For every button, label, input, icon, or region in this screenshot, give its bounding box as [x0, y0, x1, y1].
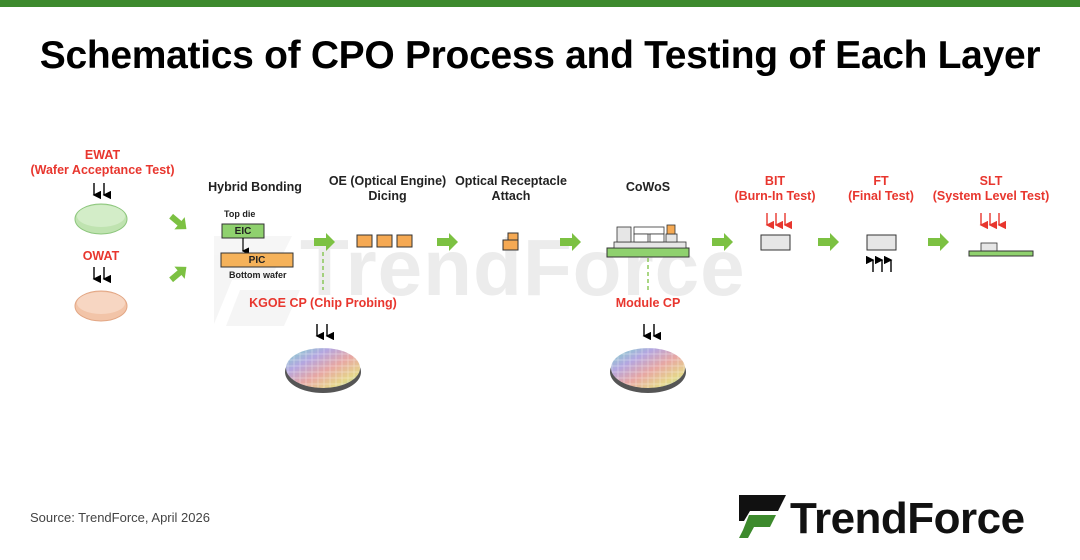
bit-device-block — [760, 234, 791, 251]
slt-board — [968, 242, 1034, 257]
kgoe-cp-label: KGOE CP (Chip Probing) — [249, 296, 397, 310]
bottom-wafer-label: Bottom wafer — [229, 270, 287, 280]
trendforce-logo-text: TrendForce — [790, 494, 1025, 543]
ft-device-block — [866, 234, 897, 251]
ft-up-arrows-icon — [866, 255, 893, 272]
owat-label: OWAT — [82, 249, 120, 263]
oe-diced-dies — [356, 234, 413, 248]
slt-red-arrows-icon — [979, 213, 1006, 230]
ora-label-line2: Attach — [491, 189, 531, 203]
optical-receptacle-die — [502, 232, 519, 251]
slt-label-line2: (System Level Test) — [932, 189, 1050, 203]
module-cp-label: Module CP — [615, 296, 681, 310]
eic-label: EIC — [234, 226, 252, 237]
bit-label-line1: BIT — [764, 174, 786, 188]
ora-label-line1: Optical Receptacle — [455, 174, 567, 188]
page-title: Schematics of CPO Process and Testing of… — [39, 34, 1041, 77]
process-arrow-icon — [437, 233, 458, 251]
top-die-label: Top die — [224, 209, 256, 219]
process-arrow-icon — [712, 233, 733, 251]
oe-label-line1: OE (Optical Engine) — [328, 174, 447, 188]
optical-receptacle-label: Optical Receptacle Attach — [450, 174, 572, 204]
pic-wafer-block — [220, 252, 294, 268]
process-arrow-icon — [928, 233, 949, 251]
watermark-logo-icon — [214, 236, 300, 326]
kgoe-probed-wafer — [285, 348, 361, 393]
ewat-label-line2: (Wafer Acceptance Test) — [30, 163, 175, 177]
ewat-to-bonding-arrow-icon — [169, 213, 187, 230]
cowos-label: CoWoS — [625, 180, 671, 194]
hybrid-bonding-label: Hybrid Bonding — [208, 180, 302, 194]
module-probed-wafer — [610, 348, 686, 393]
slt-label-line1: SLT — [979, 174, 1003, 188]
oe-label-line2: Dicing — [368, 189, 407, 203]
owat-to-bonding-arrow-icon — [169, 266, 187, 283]
top-accent-bar — [0, 0, 1080, 7]
ft-label: FT (Final Test) — [836, 174, 926, 204]
slt-label: SLT (System Level Test) — [930, 174, 1052, 204]
ewat-down-arrows-icon — [92, 183, 111, 200]
bit-label-line2: (Burn-In Test) — [734, 189, 816, 203]
source-note: Source: TrendForce, April 2026 — [30, 510, 210, 525]
bit-red-arrows-icon — [765, 213, 792, 230]
process-arrow-icon — [818, 233, 839, 251]
process-arrow-icon — [560, 233, 581, 251]
process-arrow-icon — [314, 233, 335, 251]
ewat-label-line1: EWAT — [84, 148, 121, 162]
ft-label-line2: (Final Test) — [848, 189, 914, 203]
pic-label: PIC — [248, 255, 266, 266]
owat-down-arrows-icon — [92, 267, 111, 284]
kgoe-down-arrows-icon — [315, 324, 334, 341]
module-down-arrows-icon — [642, 324, 661, 341]
oe-dicing-label: OE (Optical Engine) Dicing — [325, 174, 450, 204]
cowos-package — [606, 224, 690, 258]
bit-label: BIT (Burn-In Test) — [722, 174, 828, 204]
ewat-label: EWAT (Wafer Acceptance Test) — [20, 148, 185, 178]
trendforce-logo-icon — [739, 495, 786, 538]
ft-label-line1: FT — [873, 174, 889, 188]
